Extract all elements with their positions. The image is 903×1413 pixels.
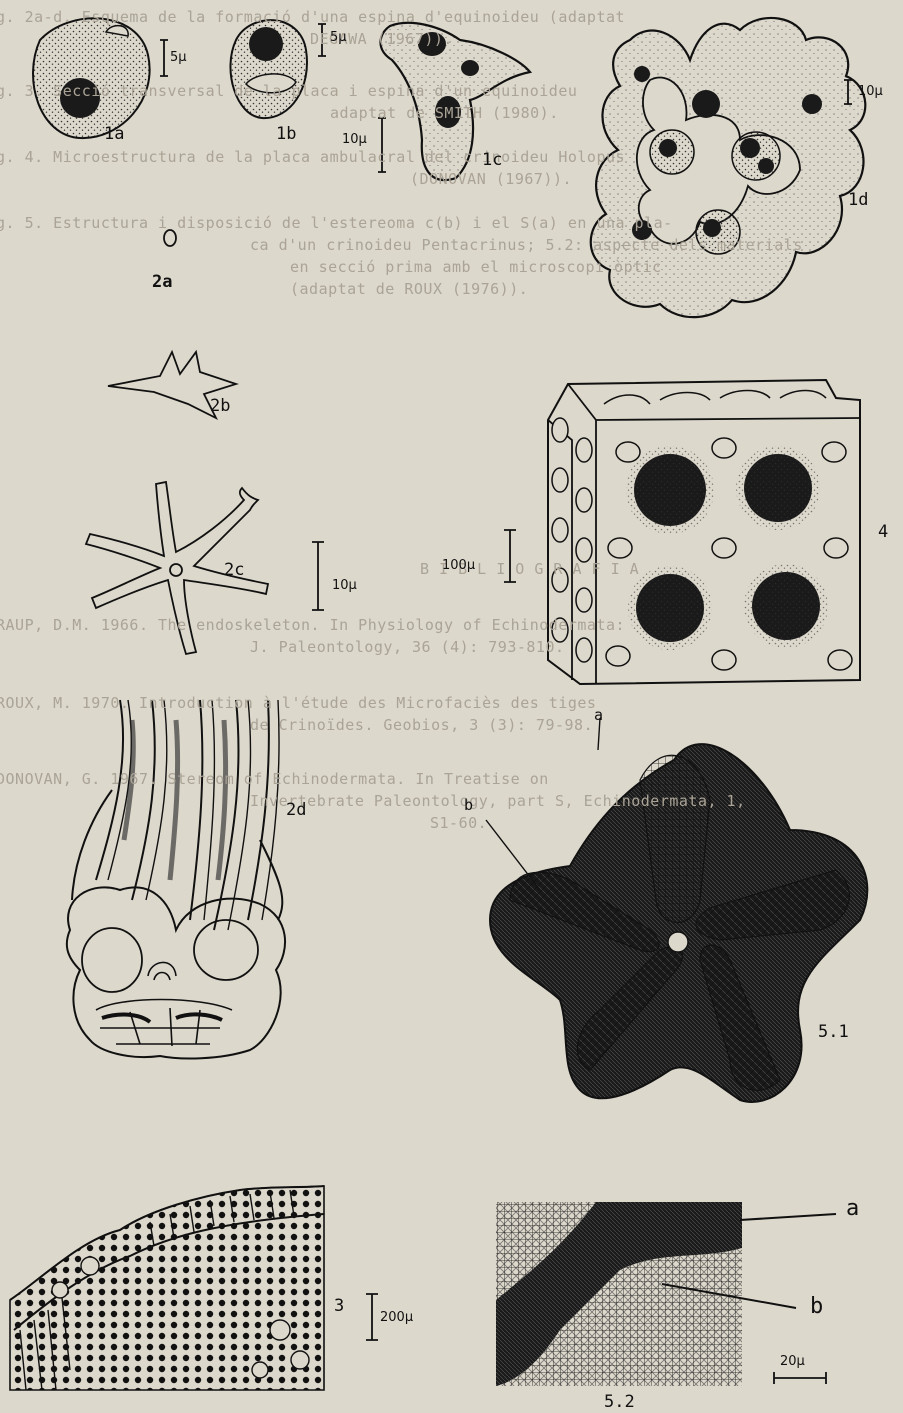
pointer-label-b: b <box>464 796 473 814</box>
figure-2d <box>67 700 285 1058</box>
figure-label-1c: 1c <box>482 150 502 170</box>
figure-label-1a: 1a <box>104 124 124 144</box>
ghost-line: RAUP, D.M. 1966. The endoskeleton. In Ph… <box>0 616 625 634</box>
ghost-line: (adaptat de ROUX (1976)). <box>290 280 528 298</box>
figure-label-1d: 1d <box>848 190 868 210</box>
ghost-line: S1-60. <box>430 814 487 832</box>
figure-1b <box>230 20 307 118</box>
figure-2a <box>164 230 176 246</box>
ghost-line: DONOVAN, G. 1967. Stereom of Echinoderma… <box>0 770 549 788</box>
scale-label-4: 100μ <box>442 558 475 573</box>
pointer-label-b-5-2: b <box>810 1294 823 1319</box>
figure-1a <box>33 18 150 138</box>
scale-label-1b: 5μ <box>330 30 347 45</box>
ghost-line: ca d'un crinoideu Pentacrinus; 5.2: aspe… <box>250 236 803 254</box>
figure-label-3: 3 <box>334 1296 344 1316</box>
figure-label-2c: 2c <box>224 560 244 580</box>
scale-label-3: 200μ <box>380 1310 413 1325</box>
ghost-line: (DONOVAN (1967)). <box>410 170 572 188</box>
ghost-line: ROUX, M. 1970. Introduction à l'étude de… <box>0 694 596 712</box>
ghost-line: g. 5. Estructura i disposició de l'ester… <box>0 214 673 232</box>
scale-label-1a: 5μ <box>170 50 187 65</box>
ghost-line: adaptat de SMITH (1980). <box>330 104 559 122</box>
scale-bar-3 <box>366 1294 378 1340</box>
ghost-line: J. Paleontology, 36 (4): 793-810. <box>250 638 565 656</box>
scale-bar-5-2 <box>774 1372 826 1384</box>
scale-label-1c: 10μ <box>342 132 367 147</box>
figure-label-2b: 2b <box>210 396 230 416</box>
ghost-line: g. 2a-d. Esquema de la formació d'una es… <box>0 8 625 26</box>
figure-label-2a: 2a <box>152 272 172 292</box>
ghost-line: de Crinoïdes. Geobios, 3 (3): 79-98. <box>250 716 593 734</box>
pointer-label-a-5-2: a <box>846 1196 859 1221</box>
ghost-line: g. 4. Microestructura de la placa ambula… <box>0 148 625 166</box>
figure-label-2d: 2d <box>286 800 306 820</box>
figure-label-4: 4 <box>878 522 888 542</box>
figure-3 <box>10 1186 324 1390</box>
scale-bar-2c <box>312 542 324 610</box>
figure-label-5-2: 5.2 <box>604 1392 635 1412</box>
scale-label-2c: 10μ <box>332 578 357 593</box>
figure-label-5-1: 5.1 <box>818 1022 849 1042</box>
ghost-line: g. 3. Secció transversal de la placa i e… <box>0 82 577 100</box>
scale-label-5-2: 20μ <box>780 1354 805 1369</box>
figure-4 <box>548 380 860 684</box>
ghost-line: Invertebrate Paleontology, part S, Echin… <box>250 792 746 810</box>
scale-label-1d: 10μ <box>858 84 883 99</box>
ghost-line: en secció prima amb el microscopi òptic <box>290 258 662 276</box>
scale-bar-1a <box>160 40 168 76</box>
figure-label-1b: 1b <box>276 124 296 144</box>
pointer-label-a: a <box>594 706 603 724</box>
